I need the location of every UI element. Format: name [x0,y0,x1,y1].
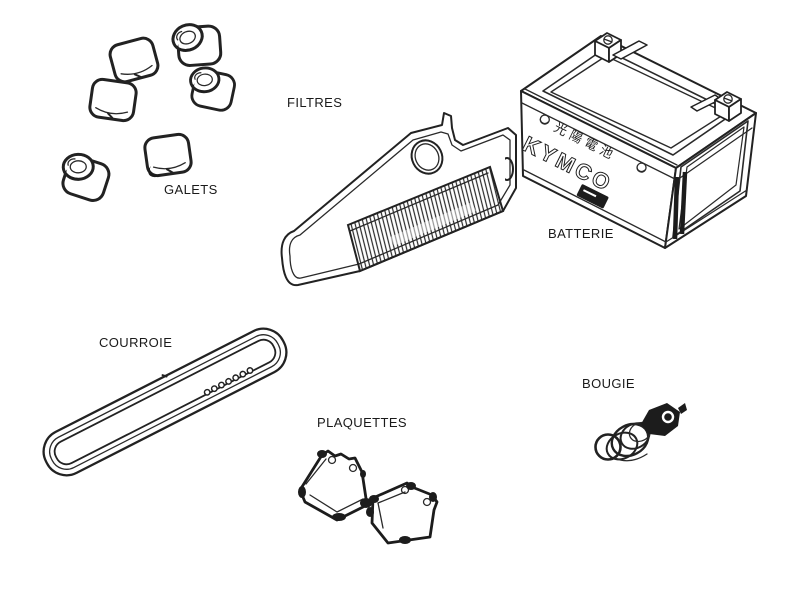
part-galets[interactable]: GALETS [50,10,250,205]
galet-roller [50,143,116,205]
filtres-drawing [280,112,517,287]
filter-pleats [346,165,505,273]
filtres-label: FILTRES [287,95,343,110]
battery-side-panel [672,120,749,240]
battery-terminal [690,91,742,122]
batterie-label: BATTERIE [548,226,614,241]
part-filtres[interactable]: FILTRES [270,85,530,300]
courroie-label: COURROIE [99,335,173,350]
battery-right-face [664,112,757,249]
galet-roller-shadow [148,166,162,178]
part-courroie[interactable]: COURROIE [0,310,320,510]
bougie-drawing [594,403,687,462]
bolt-icon [505,157,514,181]
galets-label: GALETS [164,182,218,197]
batterie-drawing: 光陽電池 KYMCO [505,32,757,249]
filter-mount-hole [410,139,444,175]
spark-plug-body [605,403,687,462]
galet-roller [87,76,139,124]
brake-pad [366,481,439,545]
courroie-drawing [42,327,288,477]
galets-drawing [50,17,240,205]
belt-teeth [203,367,254,396]
galet-roller [180,59,240,114]
galet-roller [142,131,194,179]
brake-pad [298,449,369,522]
galet-roller [106,34,162,86]
spark-plug-terminal [661,410,675,424]
part-plaquettes[interactable]: PLAQUETTES [275,400,465,570]
part-bougie[interactable]: BOUGIE [575,370,700,480]
galet-roller [166,17,223,69]
part-batterie[interactable]: 光陽電池 KYMCO BATTERIE [505,15,800,265]
battery-terminal [594,32,648,63]
bougie-label: BOUGIE [582,376,635,391]
spark-plug-gasket [594,433,622,461]
plaquettes-label: PLAQUETTES [317,415,407,430]
plaquettes-drawing [298,449,439,545]
pad-pin [360,498,372,508]
